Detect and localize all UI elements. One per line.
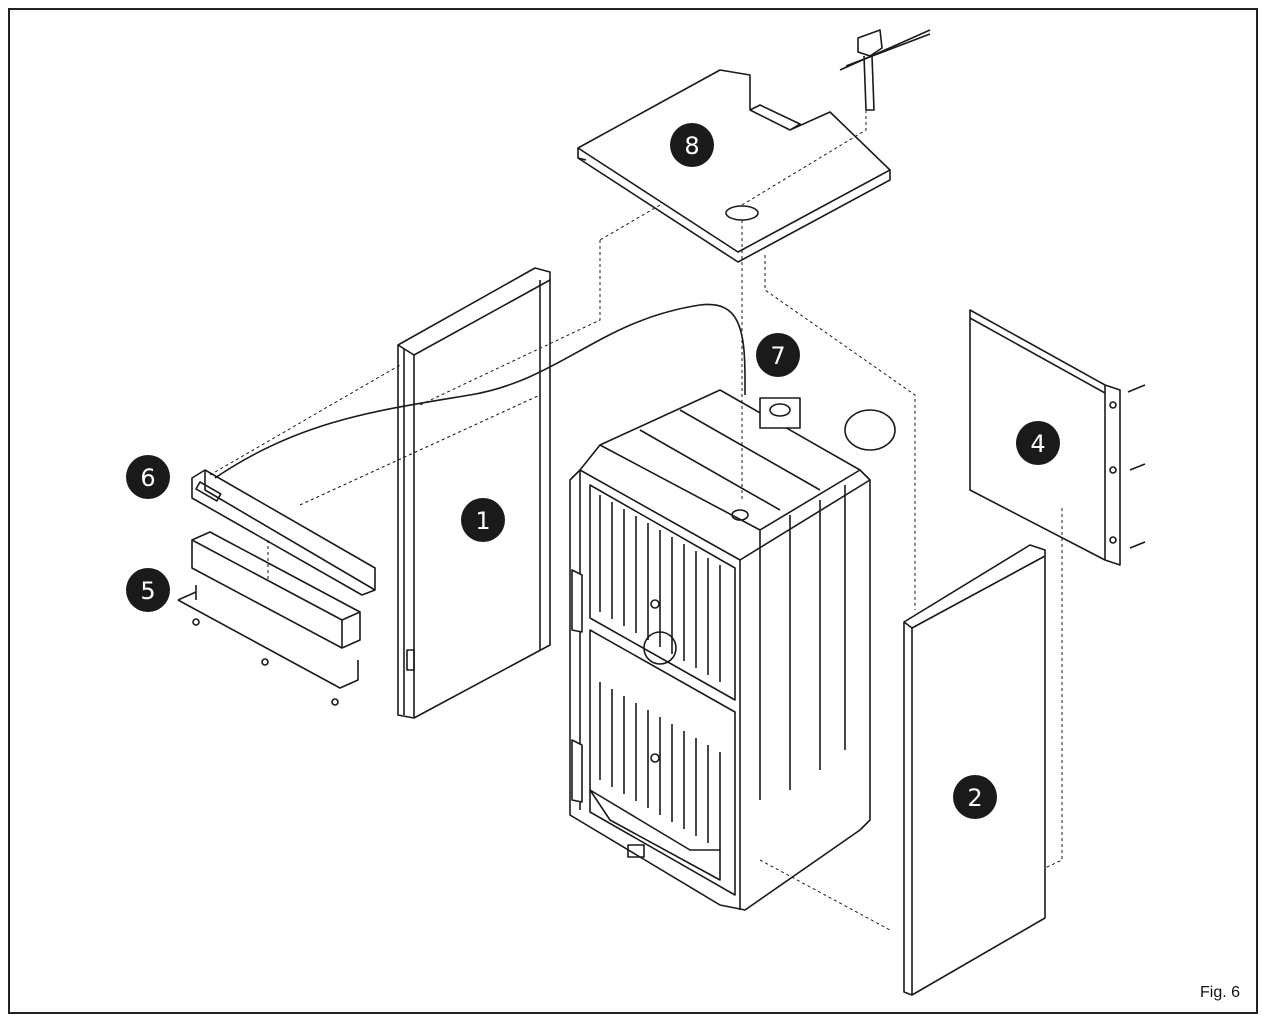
callout-7: 7	[756, 333, 800, 377]
svg-text:8: 8	[684, 132, 699, 160]
figure-border	[8, 8, 1258, 1014]
right-side-panel	[903, 544, 1046, 996]
callout-8: 8	[670, 123, 714, 167]
callout-2: 2	[953, 775, 997, 819]
callout-1: 1	[461, 498, 505, 542]
callout-4: 4	[1016, 421, 1060, 465]
sensor-capillary	[214, 303, 746, 479]
rear-screws	[1127, 384, 1146, 549]
figure-label: Fig. 6	[1199, 984, 1240, 1001]
callout-markers: 1 2 4 5 6 7 8	[126, 123, 1060, 819]
svg-text:7: 7	[770, 342, 785, 370]
control-panel	[191, 469, 376, 596]
boiler-body	[569, 389, 896, 911]
assembly-guides	[209, 110, 1063, 931]
left-side-panel	[397, 267, 551, 719]
svg-text:1: 1	[475, 507, 490, 535]
callout-5: 5	[126, 568, 170, 612]
svg-text:6: 6	[140, 464, 155, 492]
svg-text:2: 2	[967, 784, 982, 812]
top-panel	[577, 69, 891, 263]
svg-text:5: 5	[140, 577, 155, 605]
insulation-and-bracket	[177, 531, 361, 706]
thermometer-probe	[839, 29, 931, 111]
svg-text:4: 4	[1030, 430, 1045, 458]
callout-6: 6	[126, 455, 170, 499]
